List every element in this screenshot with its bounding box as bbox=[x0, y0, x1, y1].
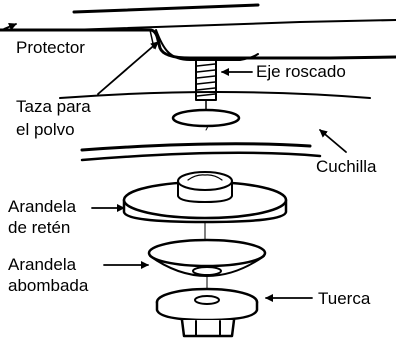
blade-hole bbox=[171, 108, 241, 128]
label-eje-roscado: Eje roscado bbox=[256, 62, 346, 81]
label-arandela-abombada-line2: abombada bbox=[8, 276, 89, 295]
label-cuchilla: Cuchilla bbox=[316, 157, 377, 176]
label-taza-line1: Taza para bbox=[16, 97, 91, 116]
label-arandela-reten-line2: de retén bbox=[8, 218, 71, 237]
label-protector: Protector bbox=[16, 38, 85, 57]
label-tuerca: Tuerca bbox=[318, 289, 371, 308]
cuchilla-leader bbox=[319, 129, 347, 153]
nut bbox=[155, 287, 259, 338]
leader-lines bbox=[3, 23, 347, 302]
deck-underside bbox=[59, 91, 371, 99]
label-arandela-abombada-line1: Arandela bbox=[8, 255, 77, 274]
protector-leader bbox=[3, 23, 17, 31]
label-arandela-reten-line1: Arandela bbox=[8, 197, 77, 216]
retainer-washer bbox=[122, 171, 288, 241]
domed-washer bbox=[147, 238, 267, 293]
taza-leader bbox=[97, 41, 159, 95]
label-taza-line2: el polvo bbox=[16, 120, 75, 139]
blade bbox=[80, 142, 322, 162]
